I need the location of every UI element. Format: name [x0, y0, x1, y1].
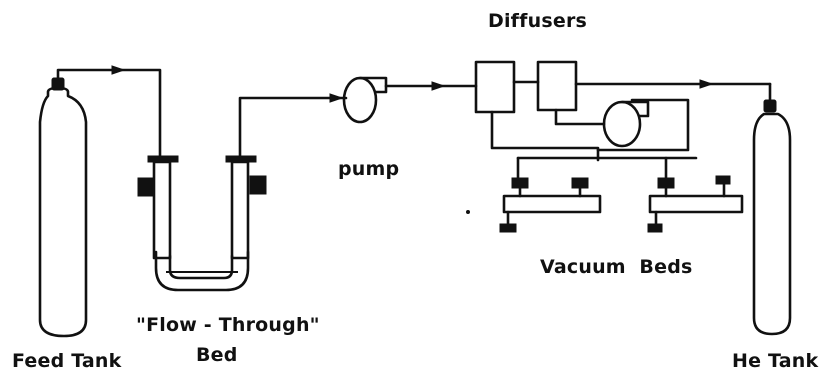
- he-tank: [752, 99, 792, 336]
- diffusers-label: Diffusers: [488, 10, 588, 32]
- bed-label-line1: "Flow - Through": [136, 314, 320, 336]
- feed-tank-label: Feed Tank: [12, 350, 122, 372]
- flow-arrow-icon: [111, 65, 126, 75]
- vacuum-beds-label: Vacuum Beds: [540, 256, 693, 278]
- diffuser-manifold: [490, 98, 698, 184]
- pump-to-diffusers-line: [384, 81, 478, 91]
- pump-label: pump: [338, 158, 400, 180]
- stray-dot: [466, 210, 470, 214]
- pump: [342, 76, 388, 124]
- feed-tank: [38, 77, 88, 338]
- vacuum-pump: [602, 100, 650, 148]
- flow-arrow-icon: [699, 79, 714, 89]
- flow-arrow-icon: [329, 93, 344, 103]
- flow-through-bed: [137, 155, 267, 292]
- vacuum-bed-1: [499, 177, 602, 233]
- flow-arrow-icon: [431, 81, 446, 91]
- bed-to-pump-line: [238, 93, 348, 158]
- he-tank-label: He Tank: [732, 350, 819, 372]
- bed-label-line2: Bed: [196, 344, 238, 366]
- diffusers: [474, 60, 772, 114]
- vacuum-bed-2: [647, 175, 744, 233]
- feed-line: [56, 65, 162, 160]
